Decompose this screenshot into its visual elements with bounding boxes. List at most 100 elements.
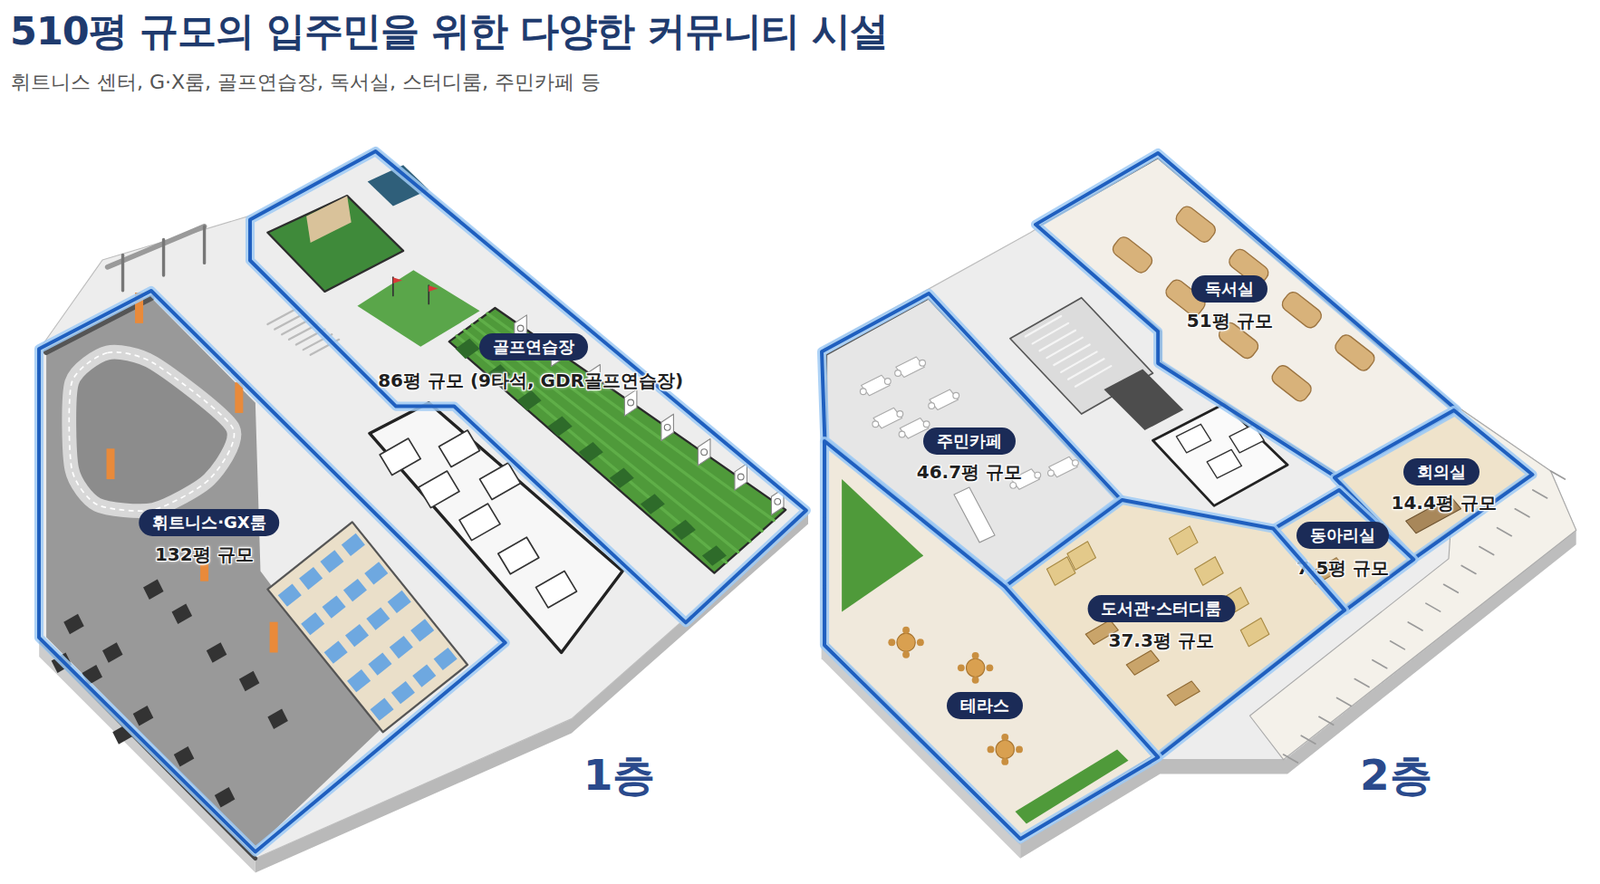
target-ring [517, 325, 524, 332]
zone-border [250, 151, 807, 623]
terrace-chair [1001, 733, 1009, 742]
flag [428, 285, 438, 292]
cafe-chair [884, 378, 891, 386]
yoga-mat [343, 578, 367, 602]
gym-equipment [172, 603, 193, 625]
cafe-chair [1034, 472, 1041, 479]
reading-room-floor [1038, 157, 1454, 475]
terrace-chair [916, 638, 925, 646]
floor-2-illustration [821, 153, 1577, 859]
tee-box [702, 545, 727, 567]
restroom-block [1152, 404, 1288, 507]
room-name-pill: 독서실 [1191, 275, 1268, 303]
cafe-chair [953, 392, 960, 399]
yoga-mat [341, 533, 366, 557]
cafe-counter [954, 487, 995, 543]
stair-step [1053, 344, 1090, 366]
stair-step [1075, 366, 1111, 387]
room-size: 37.3평 규모 [1108, 628, 1215, 654]
gym-equipment [267, 708, 289, 730]
yoga-mat [346, 669, 371, 693]
terrace-chair [887, 638, 896, 646]
tee-box [517, 390, 542, 412]
page-title: 510평 규모의 입주민을 위한 다양한 커뮤니티 시설 [9, 5, 888, 58]
yoga-mat [324, 641, 348, 665]
yoga-mat [322, 595, 347, 618]
terrace-table [896, 633, 916, 652]
terrace-chair [902, 626, 910, 635]
balcony-railing [1319, 716, 1334, 725]
cafe-zone: 주민카페46.7평 규모 [821, 293, 1121, 587]
room-name-pill: 테라스 [946, 692, 1023, 720]
target-board [661, 414, 675, 441]
yoga-mat [278, 584, 302, 608]
bookshelf [1195, 557, 1225, 587]
balcony-railing [1407, 622, 1423, 631]
entrance-gate [202, 226, 206, 264]
zone-outline [824, 441, 1158, 839]
balcony-railing [1390, 641, 1406, 650]
terrace-zone: 테라스 [824, 441, 1158, 839]
stair-step [1040, 330, 1076, 352]
room-name-pill: 도서관·스터디룸 [1087, 595, 1235, 623]
gym-equipment [143, 578, 164, 600]
zone-glow [1004, 500, 1345, 758]
zone-outline [1004, 500, 1345, 758]
cubicle [438, 430, 480, 468]
balcony-railing [1514, 509, 1530, 518]
building-floor [38, 147, 809, 859]
zone-border [824, 441, 1158, 839]
zone-border [1004, 500, 1345, 758]
balcony-railing [1444, 584, 1459, 593]
cubicle [1206, 449, 1242, 479]
stair-step [1025, 316, 1061, 338]
terrace-chair [1015, 745, 1023, 753]
room-name-pill: 휘트니스·GX룸 [138, 509, 280, 537]
cubicle [498, 537, 540, 575]
cafe-chair [919, 359, 926, 367]
zone-glow [824, 441, 1158, 839]
room-size: 86평 규모 (9타석, GDR골프연습장) [377, 368, 684, 394]
balcony-railing [1337, 697, 1352, 706]
tee-box [609, 468, 635, 490]
cubicle [418, 471, 460, 509]
yoga-mat [433, 647, 458, 671]
balcony-railing [1354, 679, 1369, 688]
room-name-pill: 회의실 [1403, 458, 1480, 486]
target-ring [627, 399, 635, 406]
cafe-chair [896, 411, 904, 418]
cafe-chair [1072, 460, 1080, 467]
cafe-chair [928, 403, 935, 410]
stair-step [274, 314, 304, 330]
balcony-railing [1551, 471, 1566, 480]
target-board [734, 463, 748, 491]
room-size: 14.4평 규모 [1391, 491, 1497, 516]
balcony-railing [1426, 603, 1441, 612]
cafe-chair [923, 421, 930, 428]
bookshelf [1067, 541, 1097, 571]
gym-equipment [133, 705, 155, 727]
cubicle [379, 438, 421, 476]
terrace-table [995, 740, 1014, 759]
room-size: 51평 규모 [1186, 308, 1273, 333]
stair-step [1046, 337, 1082, 359]
terrace-chair [957, 664, 965, 672]
tee-box [671, 520, 696, 541]
wood-panel [306, 195, 352, 243]
track-lane [68, 352, 234, 511]
terrace-chair [972, 652, 980, 660]
pillar [106, 448, 116, 480]
zone-outline [38, 290, 506, 852]
cafe-chair [898, 431, 906, 438]
target-board [624, 389, 637, 416]
target-ring [737, 473, 744, 481]
balcony-railing [1301, 735, 1316, 744]
flag [393, 277, 403, 284]
yoga-mat [391, 681, 415, 704]
library-zone: 도서관·스터디룸 37.3평 규모 [1004, 500, 1345, 758]
building-floor [821, 153, 1577, 845]
stair-step [1060, 351, 1097, 373]
zone-glow [38, 290, 506, 852]
balcony-railing [1372, 660, 1388, 669]
stair-step [1068, 358, 1104, 380]
